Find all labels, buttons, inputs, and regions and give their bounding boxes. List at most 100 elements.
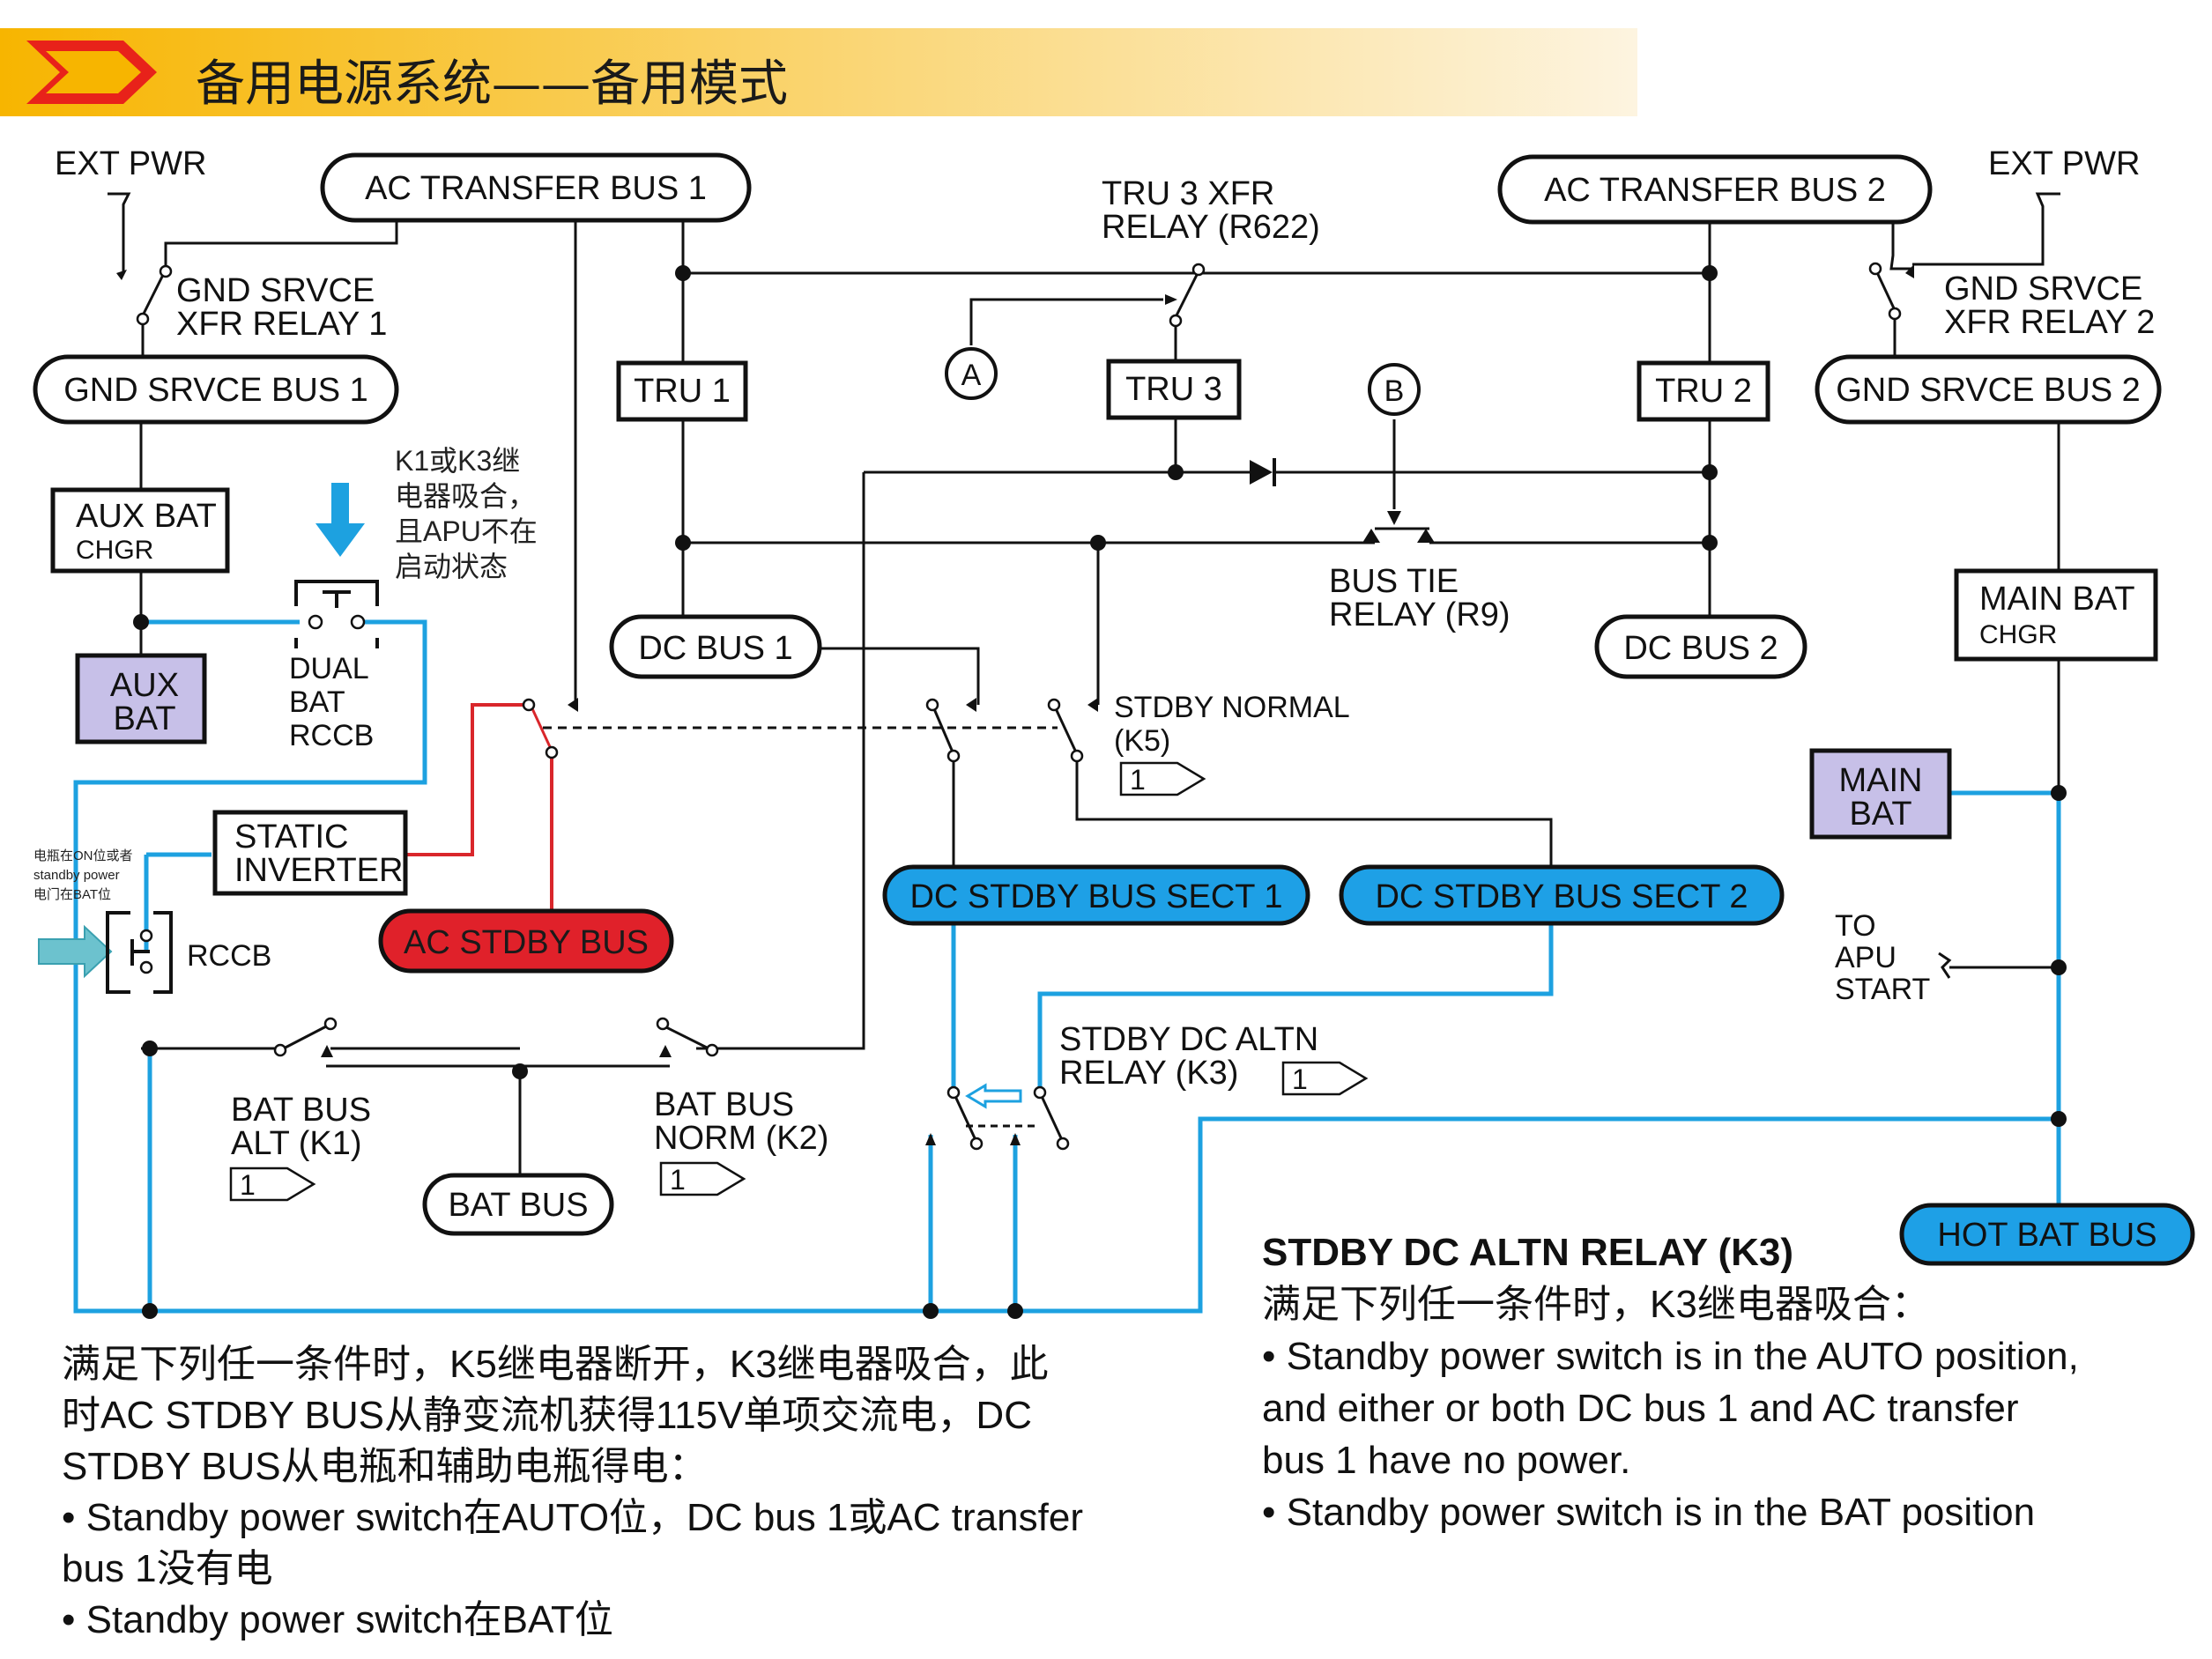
dual-bat-rccb-contacts <box>308 614 366 630</box>
aux-bat-chgr <box>50 487 230 574</box>
ext-pwr-2-label: EXT PWR <box>1988 145 2140 182</box>
ac-stdby-bus-label: AC STDBY BUS <box>404 924 649 961</box>
apu-start-link <box>1938 952 1952 979</box>
aux-bat-chgr-label: AUX BAT <box>76 498 217 535</box>
gnd-srvce-xfr-relay-2-label-2: XFR RELAY 2 <box>1944 304 2155 341</box>
dual-bat-rccb <box>294 580 379 648</box>
gnd-srvce-bus-2 <box>1815 354 2162 425</box>
bat-bus-label: BAT BUS <box>448 1187 588 1224</box>
flag-k5-label: 1 <box>1130 764 1146 796</box>
aux-bat-label: AUX <box>110 667 179 704</box>
notes-left-line: 满足下列任一条件时，K5继电器断开，K3继电器吸合，此 <box>62 1343 1049 1386</box>
flag-k2 <box>659 1161 746 1196</box>
notes-left-line: 时AC STDBY BUS从静变流机获得115V单项交流电，DC <box>62 1394 1032 1437</box>
point-b-label: B <box>1384 374 1405 408</box>
dc-stdby-bus-sect-1-label: DC STDBY BUS SECT 1 <box>909 878 1282 915</box>
notes-right-line: • Standby power switch is in the AUTO po… <box>1262 1335 2079 1378</box>
point-a-marker <box>945 347 998 400</box>
ac-transfer-bus-1-label: AC TRANSFER BUS 1 <box>365 170 707 207</box>
aux-bat-chgr-label-2: CHGR <box>76 536 153 565</box>
tru-2 <box>1637 360 1770 422</box>
dc-bus-2-label: DC BUS 2 <box>1623 630 1778 667</box>
rccb-label: RCCB <box>187 939 271 973</box>
notes-right-line: and either or both DC bus 1 and AC trans… <box>1262 1387 2019 1430</box>
tru-3-label: TRU 3 <box>1125 371 1222 408</box>
page-title: 备用电源系统——备用模式 <box>196 56 788 113</box>
dc-stdby-bus-sect-2-label: DC STDBY BUS SECT 2 <box>1375 878 1748 915</box>
small-note: 电瓶在ON位或者 <box>33 848 133 863</box>
k1k3-note-2: 电器吸合， <box>395 480 536 512</box>
small-note-3: 电门在BAT位 <box>33 887 111 902</box>
tru3-xfr-relay-label: TRU 3 XFR <box>1102 175 1274 212</box>
arrow-left-icon <box>965 1083 1022 1109</box>
arrow-right-icon <box>38 924 113 979</box>
dc-bus-1-label: DC BUS 1 <box>638 630 792 667</box>
ac-stdby-relay <box>529 704 553 752</box>
flag-k1 <box>229 1166 316 1202</box>
dc-bus-1 <box>609 614 822 679</box>
diode-icon <box>1250 458 1276 486</box>
main-bat-chgr-label-2: CHGR <box>1979 620 2057 649</box>
ac-transfer-bus-1 <box>320 152 752 223</box>
hot-bat-bus <box>1899 1203 2195 1266</box>
notes-left-line: • Standby power switch在BAT位 <box>62 1598 613 1641</box>
main-bat-label: MAIN <box>1839 762 1923 799</box>
to-apu-start-label-2: APU <box>1835 941 1897 974</box>
point-b-marker <box>1368 363 1421 416</box>
stdby-normal-label: STDBY NORMAL <box>1114 691 1350 724</box>
dual-bat-rccb-label-2: BAT <box>289 685 345 719</box>
bus-tie-relay-label: BUS TIE <box>1329 563 1459 600</box>
static-inverter-label: STATIC <box>234 818 348 855</box>
bat-bus <box>422 1173 614 1236</box>
contact-circles <box>136 262 1902 1151</box>
ac-stdby-bus <box>378 908 674 974</box>
gnd-srvce-xfr-relay-2-label: GND SRVCE <box>1944 270 2142 307</box>
dc-stdby-bus-sect-2 <box>1339 864 1785 926</box>
stdby-normal-label-2: (K5) <box>1114 724 1170 758</box>
gnd-srvce-xfr-relay-1-label-2: XFR RELAY 1 <box>176 306 387 343</box>
notes-left: 满足下列任一条件时，K5继电器断开，K3继电器吸合，此 时AC STDBY BU… <box>62 1339 1207 1646</box>
bus-tie-relay-contacts <box>1362 529 1435 543</box>
flag-k3 <box>1281 1061 1369 1096</box>
dc-bus-2 <box>1594 614 1807 679</box>
bus-tie-relay-label-2: RELAY (R9) <box>1329 596 1511 633</box>
flag-k5 <box>1119 761 1206 796</box>
ac-transfer-bus-2-label: AC TRANSFER BUS 2 <box>1544 172 1886 209</box>
notes-right-line: 满足下列任一条件时，K3继电器吸合： <box>1262 1283 1930 1326</box>
red-wires <box>407 703 553 911</box>
tru-3 <box>1106 359 1242 420</box>
stdby-dc-altn-relay-label: STDBY DC ALTN <box>1059 1021 1318 1058</box>
main-bat-label-2: BAT <box>1849 796 1911 833</box>
title-band <box>0 28 1637 116</box>
stdby-dc-altn-relay-label-2: RELAY (K3) <box>1059 1055 1238 1092</box>
dual-bat-rccb-label-3: RCCB <box>289 719 374 752</box>
gnd-srvce-bus-1 <box>33 354 399 425</box>
bat-bus-norm-label: BAT BUS <box>654 1086 794 1123</box>
static-inverter-label-2: INVERTER <box>234 852 403 889</box>
notes-right: STDBY DC ALTN RELAY (K3) 满足下列任一条件时，K3继电器… <box>1262 1226 2196 1538</box>
dc-stdby-bus-sect-1 <box>882 864 1310 926</box>
tru3-xfr-relay-label-2: RELAY (R622) <box>1102 209 1320 246</box>
tru-1-label: TRU 1 <box>634 373 731 410</box>
main-bat-chgr <box>1954 568 2158 662</box>
notes-left-line: • Standby power switch在AUTO位，DC bus 1或AC… <box>62 1496 1083 1539</box>
main-bat <box>1809 748 1952 840</box>
small-note-2: standby power <box>33 868 120 883</box>
notes-left-line: bus 1没有电 <box>62 1547 273 1590</box>
arrow-down-icon <box>315 483 365 557</box>
gnd-srvce-xfr-relay-1-label: GND SRVCE <box>176 272 375 309</box>
flag-k3-label: 1 <box>1292 1063 1308 1095</box>
hot-bat-bus-label: HOT BAT BUS <box>1937 1217 2156 1254</box>
aux-bat-label-2: BAT <box>113 700 175 737</box>
k1k3-note: K1或K3继 <box>395 445 520 477</box>
flag-k1-label: 1 <box>240 1169 256 1201</box>
rccb <box>106 911 173 994</box>
point-a-label: A <box>961 359 982 392</box>
to-apu-start-label: TO <box>1835 909 1876 943</box>
notes-left-line: STDBY BUS从电瓶和辅助电瓶得电： <box>62 1445 708 1488</box>
gnd-srvce-bus-1-label: GND SRVCE BUS 1 <box>63 372 368 409</box>
tru-1 <box>616 360 748 422</box>
ac-transfer-bus-2 <box>1497 154 1933 225</box>
tru-2-label: TRU 2 <box>1655 373 1752 410</box>
